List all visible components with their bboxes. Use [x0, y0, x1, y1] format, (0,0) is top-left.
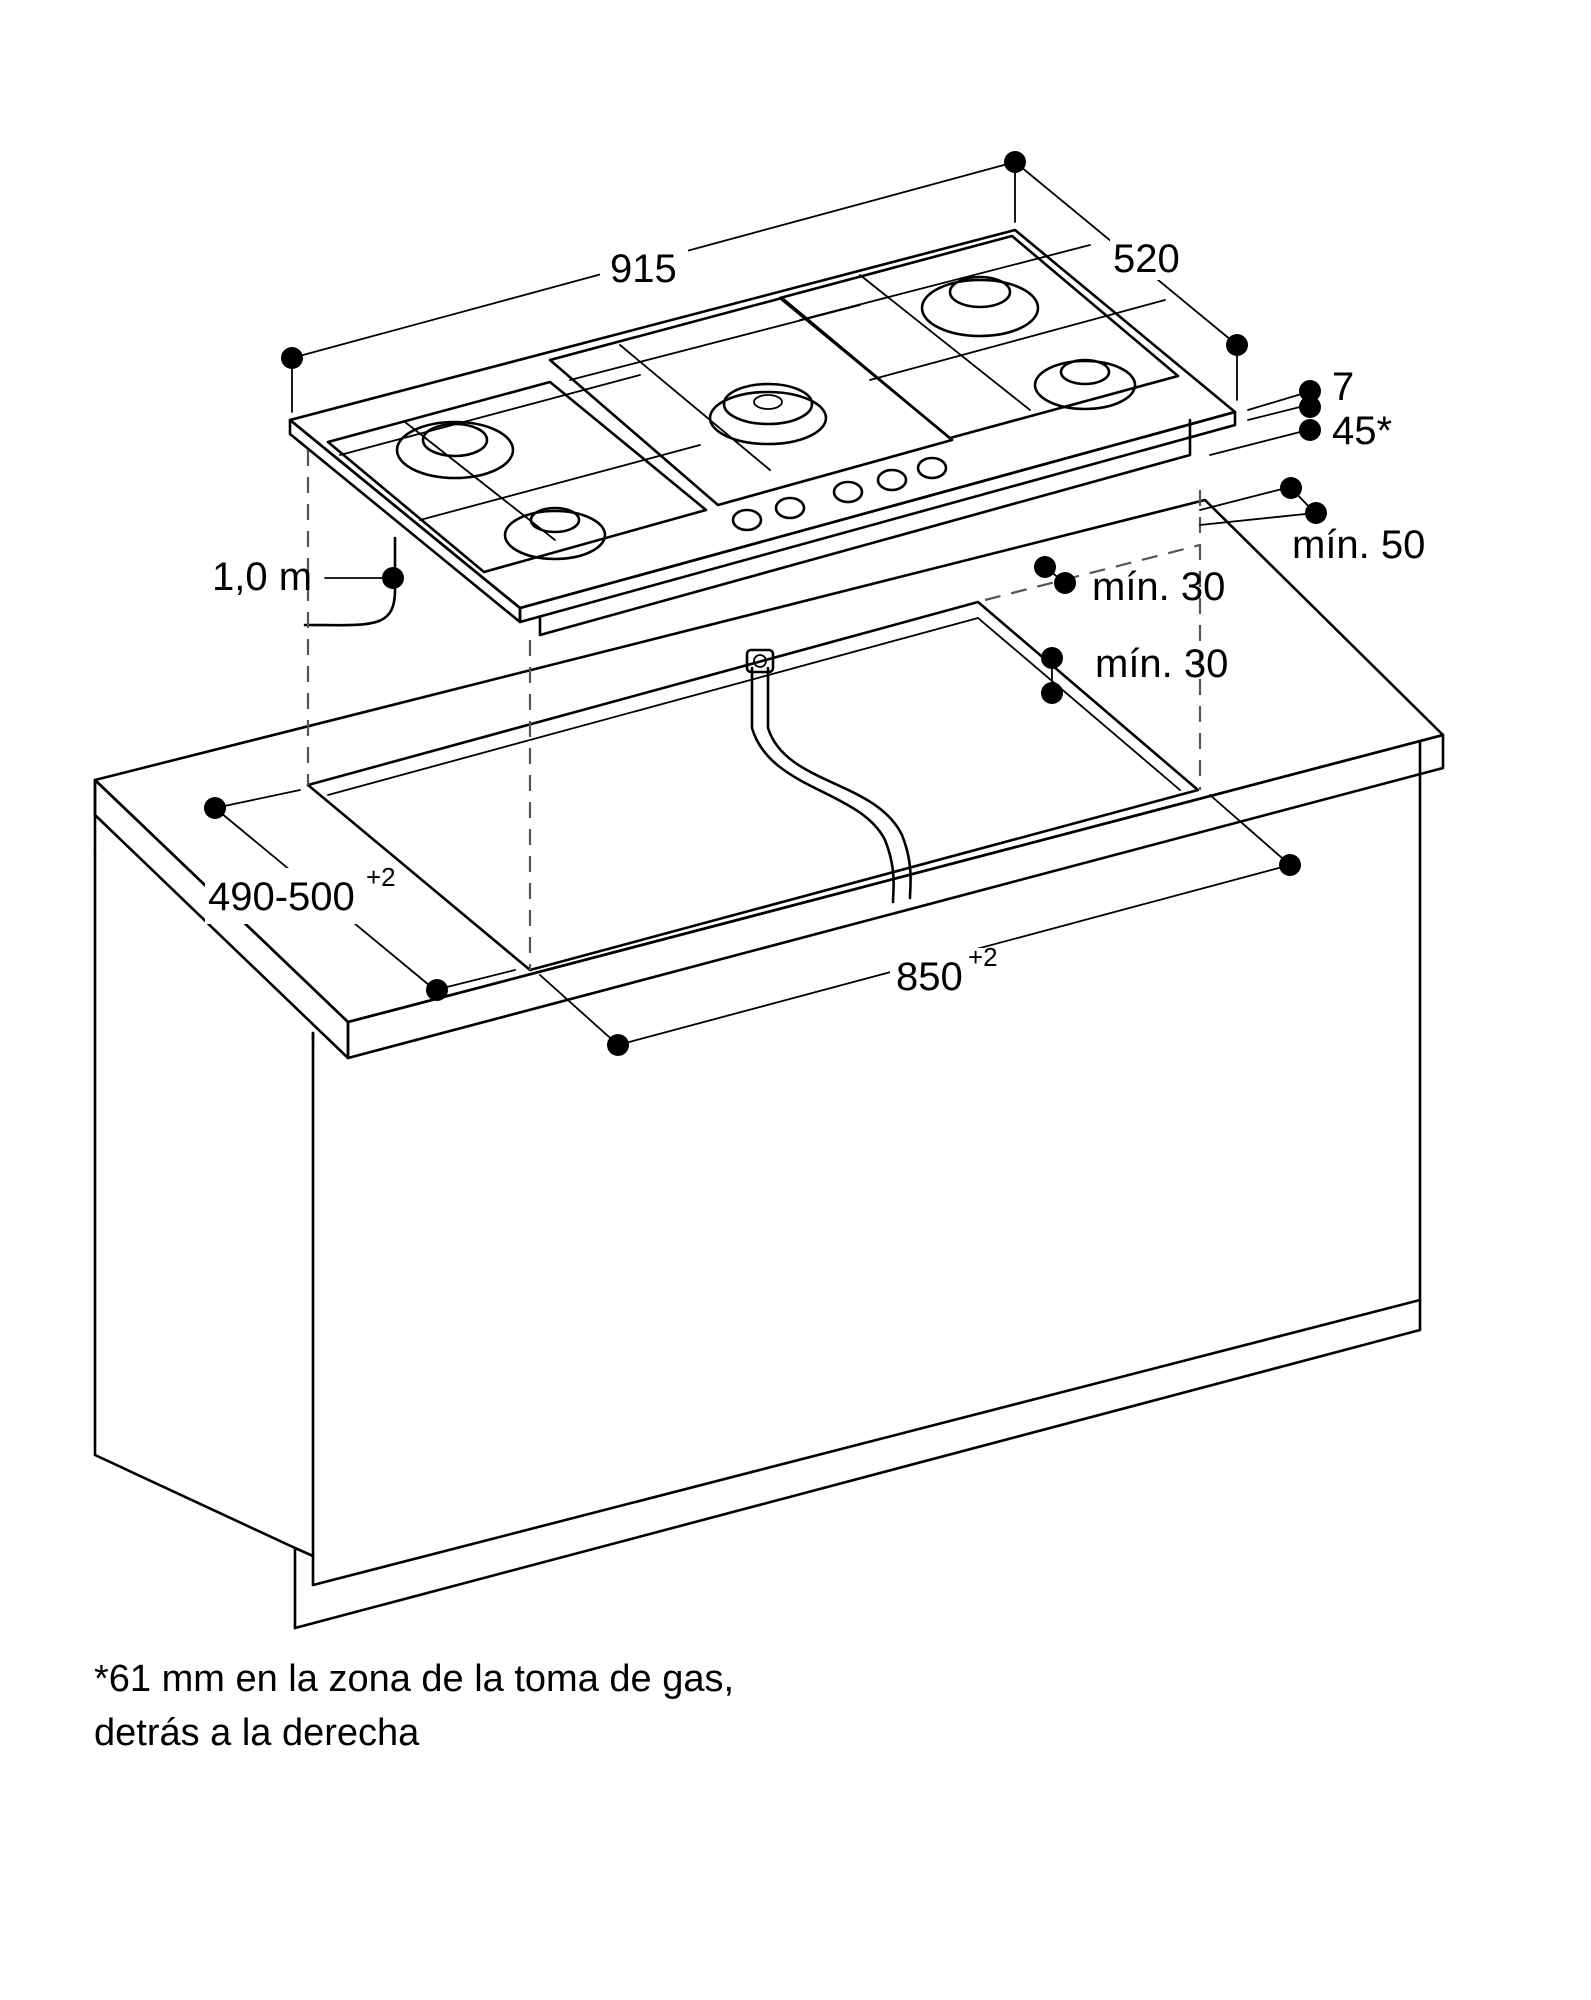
worktop	[93, 498, 1445, 1060]
dim-glass-thickness-label: 7	[1332, 365, 1354, 409]
dim-cutout-width-label: 850	[896, 955, 963, 999]
burner-left-front	[503, 506, 607, 561]
burner-right-front	[1033, 358, 1137, 411]
power-cable	[303, 536, 397, 627]
projection-lines	[306, 450, 1202, 970]
dim-min-30-rear-label: mín. 30	[1092, 565, 1225, 609]
dimension-dots	[204, 151, 1327, 1056]
footnote-line-1: *61 mm en la zona de la toma de gas,	[94, 1658, 735, 1700]
footnote: *61 mm en la zona de la toma de gas, det…	[94, 1652, 1194, 1760]
dim-min-30-side-label: mín. 30	[1095, 642, 1228, 686]
dim-depth-label: 520	[1113, 237, 1180, 281]
burner-right-rear	[920, 275, 1040, 338]
dim-height-label: 45*	[1332, 409, 1392, 453]
control-knobs	[731, 456, 948, 532]
dim-cable-length-label: 1,0 m	[212, 555, 312, 599]
cabinet-body	[93, 740, 1422, 1630]
pan-support-right	[778, 234, 1180, 440]
pan-support-middle	[548, 296, 954, 507]
dim-cutout-depth-label: 490-500	[208, 875, 355, 919]
gas-hose	[745, 648, 912, 904]
dim-cutout-width-tolerance: +2	[968, 942, 998, 972]
hob	[288, 228, 1237, 637]
burner-center-wok	[708, 382, 828, 446]
burner-left-rear	[395, 420, 515, 480]
dim-width-label: 915	[610, 247, 677, 291]
pan-support-left	[326, 374, 708, 574]
dim-cutout-depth-tolerance: +2	[366, 862, 396, 892]
footnote-line-2: detrás a la derecha	[94, 1712, 420, 1754]
dim-min-50-label: mín. 50	[1292, 523, 1425, 567]
